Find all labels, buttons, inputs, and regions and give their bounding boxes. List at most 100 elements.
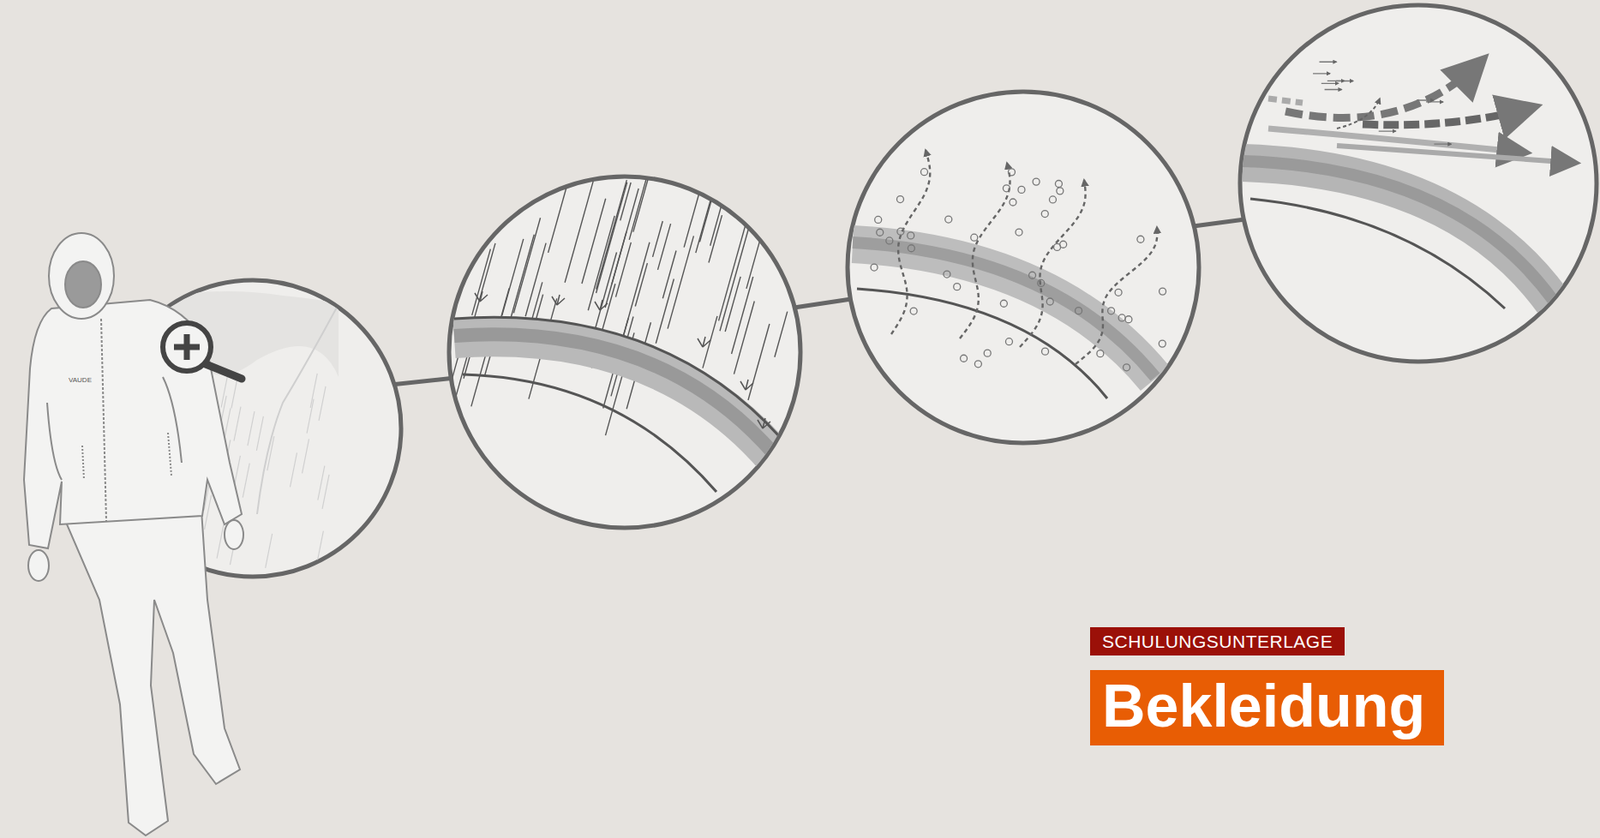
drawing-stroke <box>896 196 904 204</box>
brand-logo: VAUDE <box>68 370 92 386</box>
drawing-stroke <box>23 299 242 549</box>
drawing-stroke <box>777 196 788 234</box>
rain-circle <box>425 170 853 528</box>
drawing-stroke <box>458 170 480 246</box>
drawing-stroke <box>162 323 211 372</box>
drawing-stroke <box>596 179 628 290</box>
drawing-stroke <box>318 386 326 421</box>
drawing-stroke <box>794 247 809 300</box>
drawing-stroke <box>725 276 741 332</box>
drawing-stroke <box>548 172 571 253</box>
drawing-stroke <box>1005 338 1013 346</box>
drawing-stroke <box>425 170 853 492</box>
drawing-stroke <box>1002 185 1010 192</box>
drawing-stroke <box>1056 187 1064 195</box>
drawing-stroke <box>1242 59 1576 309</box>
drawing-stroke <box>856 288 1108 399</box>
drawing-stroke <box>815 325 845 426</box>
drawing-stroke <box>425 228 449 309</box>
drawing-stroke <box>788 298 857 309</box>
drawing-stroke <box>65 261 102 308</box>
drawing-stroke <box>1327 80 1345 82</box>
drawing-stroke <box>819 222 839 291</box>
drawing-stroke <box>1075 227 1157 365</box>
drawing-stroke <box>983 349 991 357</box>
drawing-stroke <box>1032 178 1040 186</box>
drawing-stroke <box>48 233 114 319</box>
drawing-stroke <box>474 291 771 429</box>
drawing-stroke <box>748 323 770 401</box>
drawing-stroke <box>974 360 982 368</box>
drawing-stroke <box>267 436 275 471</box>
drawing-stroke <box>1118 314 1126 322</box>
drawing-stroke <box>746 227 764 289</box>
drawing-stroke <box>513 217 540 313</box>
drawing-stroke <box>697 336 711 348</box>
drawing-stroke <box>1433 143 1451 145</box>
drawing-stroke <box>265 533 273 569</box>
drawing-stroke <box>695 179 717 253</box>
drawing-stroke <box>466 179 480 228</box>
drawing-stroke <box>101 318 107 522</box>
drawing-stroke <box>173 334 200 360</box>
drawing-stroke <box>1378 130 1397 132</box>
drawing-stroke <box>1159 287 1167 295</box>
drawing-stroke <box>64 509 240 836</box>
drawing-stroke <box>852 242 1156 378</box>
drawing-stroke <box>429 296 450 366</box>
title-box: Bekleidung <box>1090 670 1445 746</box>
drawing-stroke <box>581 198 606 284</box>
drawing-stroke <box>774 311 788 358</box>
drawing-stroke <box>594 299 608 311</box>
drawing-stroke <box>28 550 49 582</box>
drawing-stroke <box>257 304 339 515</box>
drawing-stroke <box>708 215 722 263</box>
drawing-stroke <box>970 233 978 241</box>
breathability-circle <box>847 91 1199 444</box>
drawing-stroke <box>653 221 664 258</box>
drawing-stroke <box>1250 198 1505 309</box>
drawing-stroke <box>491 195 502 230</box>
drawing-stroke <box>1054 179 1062 187</box>
drawing-stroke <box>891 149 1157 365</box>
drawing-stroke <box>1324 89 1343 90</box>
drawing-stroke <box>242 463 250 498</box>
drawing-stroke <box>1096 350 1104 358</box>
drawing-stroke <box>1426 101 1444 102</box>
magnifier-icon <box>162 323 242 379</box>
person-figure <box>23 233 244 836</box>
drawing-stroke <box>1240 5 1597 362</box>
drawing-stroke <box>551 294 565 306</box>
drawing-stroke <box>289 452 297 487</box>
drawing-stroke <box>757 418 771 429</box>
drawing-stroke <box>907 245 915 252</box>
drawing-stroke <box>1123 364 1131 372</box>
drawing-stroke <box>1041 210 1049 218</box>
drawing-stroke <box>655 278 674 343</box>
drawing-stroke <box>960 354 968 362</box>
drawing-stroke <box>247 411 255 446</box>
drawing-stroke <box>1186 218 1252 228</box>
drawing-stroke <box>1125 316 1133 324</box>
drawing-stroke <box>629 178 647 240</box>
drawing-stroke <box>454 334 776 456</box>
drawing-stroke <box>1336 145 1576 163</box>
drawing-stroke <box>891 149 930 335</box>
drawing-stroke <box>1046 298 1054 306</box>
drawing-stroke <box>216 524 224 559</box>
drawing-stroke <box>1060 240 1067 248</box>
drawing-stroke <box>943 270 951 278</box>
subtitle-tag: SCHULUNGSUNTERLAGE <box>1090 627 1345 656</box>
drawing-stroke <box>1114 288 1122 296</box>
drawing-stroke <box>615 242 631 298</box>
title-text: Bekleidung <box>1102 672 1426 740</box>
drawing-stroke <box>1242 161 1553 300</box>
drawing-stroke <box>1009 198 1017 206</box>
drawing-stroke <box>306 399 314 434</box>
drawing-stroke <box>907 232 915 240</box>
drawing-stroke <box>425 170 853 438</box>
drawing-stroke <box>256 416 264 451</box>
drawing-stroke <box>945 215 953 223</box>
drawing-stroke <box>897 227 905 235</box>
drawing-stroke <box>921 168 929 176</box>
